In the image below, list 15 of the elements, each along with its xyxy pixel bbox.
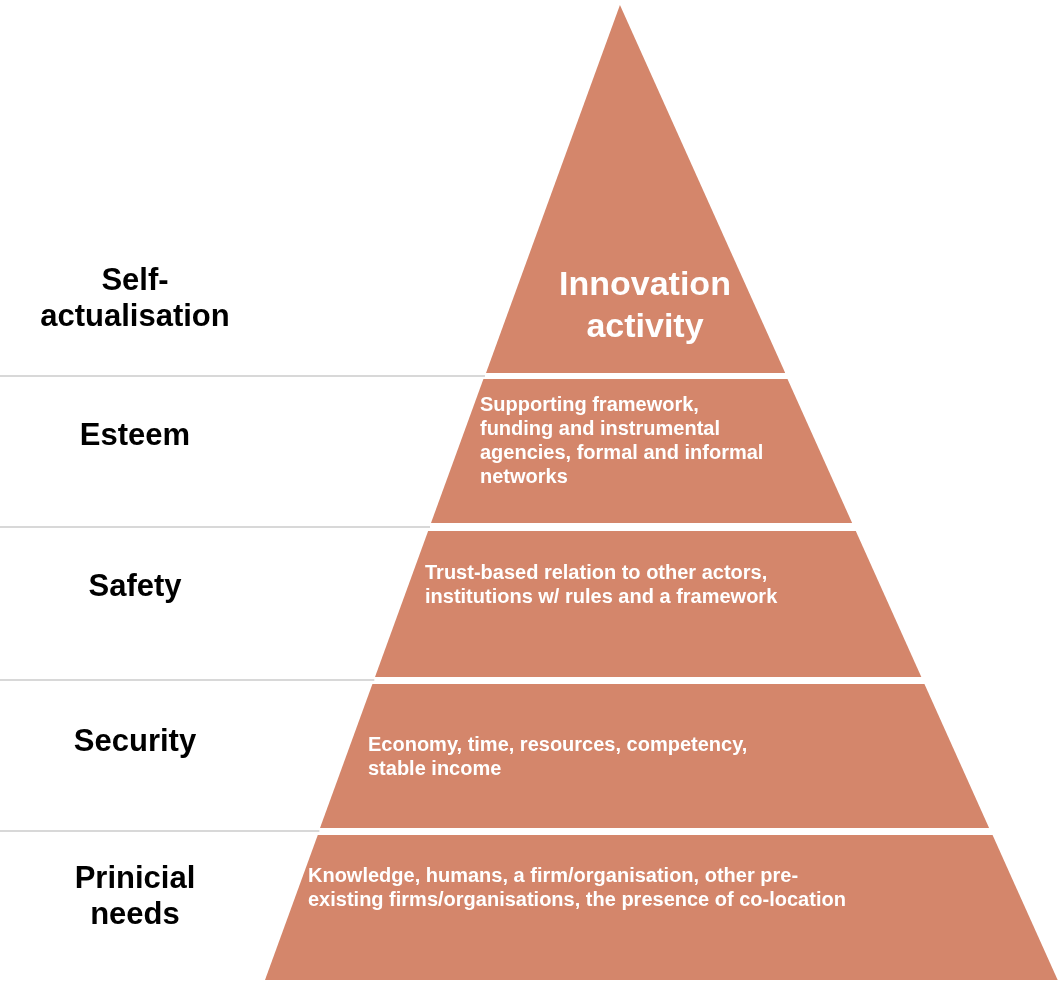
level-label: Safety — [87, 568, 183, 604]
tier-text: Economy, time, resources, competency, stable income — [368, 732, 749, 780]
tier-title: Innovation activity — [558, 263, 732, 346]
tier-text: Trust-based relation to other actors, institutions w/ rules and a framework — [425, 560, 779, 608]
pyramid-tier — [265, 835, 1058, 980]
pyramid-tier — [431, 379, 853, 523]
level-label: Security — [72, 723, 198, 759]
level-label: Esteem — [78, 417, 192, 453]
pyramid-tier — [486, 5, 786, 373]
level-label: Prinicial needs — [73, 860, 197, 932]
level-label: Self-actualisation — [40, 262, 230, 334]
tier-text: Supporting framework, funding and instrumental agencies, formal and informal networks — [480, 392, 765, 488]
pyramid-tier — [375, 531, 922, 677]
pyramid-tier — [320, 684, 990, 828]
tier-text: Knowledge, humans, a firm/organisation, other pre-existing firms/organisations, the presence of co-location — [308, 863, 847, 911]
